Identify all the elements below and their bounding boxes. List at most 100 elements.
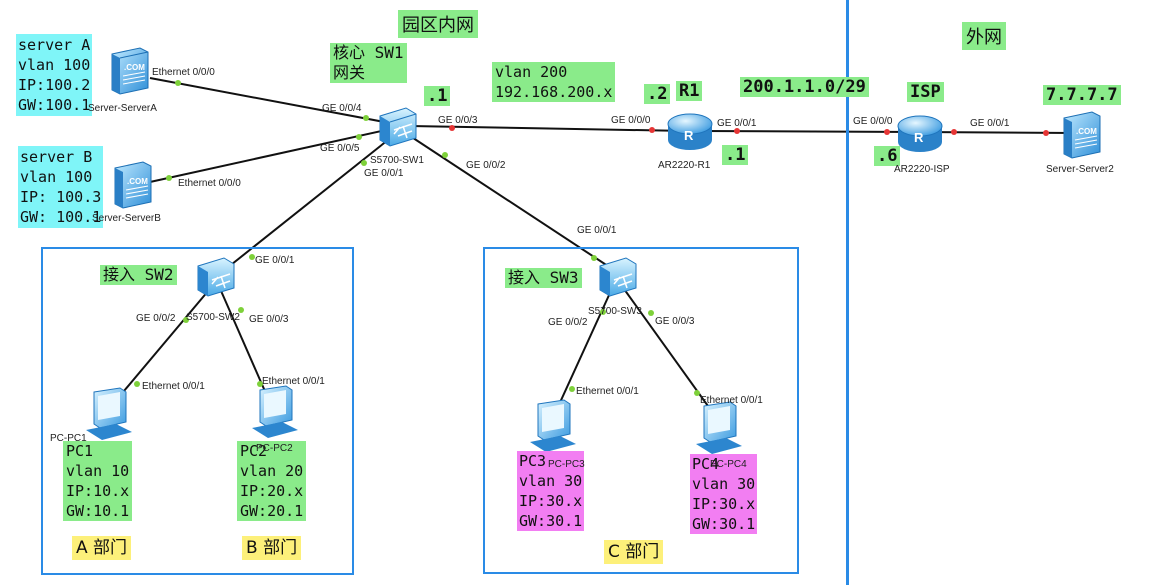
port-label: GE 0/0/2 xyxy=(466,160,506,171)
dept-c-label: C 部门 xyxy=(604,540,664,564)
port-label: GE 0/0/5 xyxy=(320,143,360,154)
port-dot xyxy=(134,381,140,387)
port-dot xyxy=(694,390,700,396)
pc2-name: PC-PC2 xyxy=(256,443,293,454)
port-label: GE 0/0/1 xyxy=(577,225,617,236)
port-label: GE 0/0/1 xyxy=(717,118,757,129)
port-label: GE 0/0/3 xyxy=(655,316,695,327)
link-sw3-pc4 xyxy=(618,281,719,421)
port-dot xyxy=(648,310,654,316)
r1-left-ip-label: .2 xyxy=(644,84,671,104)
pc4-icon[interactable] xyxy=(696,401,742,454)
campus-title: 园区内网 xyxy=(398,10,478,38)
pc2-note: PC2 vlan 20 IP:20.x GW:20.1 xyxy=(237,441,307,521)
server-a-icon[interactable]: .COM xyxy=(111,47,149,95)
port-dot xyxy=(600,309,606,315)
port-dot xyxy=(442,152,448,158)
port-label: Ethernet 0/0/1 xyxy=(576,386,639,397)
port-dot xyxy=(175,80,181,86)
port-label: GE 0/0/3 xyxy=(438,115,478,126)
core-switch-icon[interactable] xyxy=(379,107,417,147)
sw2-icon[interactable] xyxy=(197,257,235,297)
svg-text:R: R xyxy=(914,130,924,145)
link-sw2-pc1 xyxy=(107,283,215,411)
port-dot xyxy=(649,127,655,133)
port-label: GE 0/0/0 xyxy=(853,116,893,127)
isp-title: ISP xyxy=(907,82,944,102)
isp-ip-label: .6 xyxy=(874,146,901,166)
port-dot xyxy=(249,254,255,260)
core-sw-name: S5700-SW1 xyxy=(370,155,424,166)
port-dot xyxy=(951,129,957,135)
port-dot xyxy=(449,125,455,131)
pc4-note: PC4 vlan 30 IP:30.x GW:30.1 xyxy=(690,454,758,534)
pc3-name: PC-PC3 xyxy=(548,459,585,470)
svg-text:.COM: .COM xyxy=(1076,127,1097,136)
svg-text:R: R xyxy=(684,128,694,143)
port-label: GE 0/0/0 xyxy=(611,115,651,126)
core-sw-note: 核心 SW1 网关 xyxy=(330,43,407,83)
port-label: Ethernet 0/0/0 xyxy=(152,67,215,78)
port-dot xyxy=(166,175,172,181)
server-b-icon[interactable]: .COM xyxy=(114,161,152,209)
dept-ab-region xyxy=(41,247,354,575)
wan-network-label: 200.1.1.0/29 xyxy=(740,77,869,97)
link-sw1-r1 xyxy=(409,125,689,132)
r1-name: AR2220-R1 xyxy=(658,160,711,171)
port-dot xyxy=(356,134,362,140)
sw2-title: 接入 SW2 xyxy=(100,265,177,285)
port-dot xyxy=(361,160,367,166)
sw3-title: 接入 SW3 xyxy=(505,268,582,288)
sw3-icon[interactable] xyxy=(599,257,637,297)
port-dot xyxy=(238,307,244,313)
port-dot xyxy=(884,129,890,135)
port-label: Ethernet 0/0/0 xyxy=(178,178,241,189)
dept-c-region xyxy=(483,247,799,574)
port-label: GE 0/0/1 xyxy=(255,255,295,266)
port-dot xyxy=(591,255,597,261)
port-label: GE 0/0/2 xyxy=(136,313,176,324)
port-dot xyxy=(363,115,369,121)
port-label: GE 0/0/4 xyxy=(322,103,362,114)
isp-router-icon[interactable]: R xyxy=(897,115,943,152)
port-label: Ethernet 0/0/1 xyxy=(142,381,205,392)
server-a-name: Server-ServerA xyxy=(88,103,157,114)
pc1-icon[interactable] xyxy=(86,387,132,440)
link-sw1-sw2 xyxy=(216,131,399,277)
port-indicators xyxy=(134,80,1049,396)
port-label: GE 0/0/1 xyxy=(364,168,404,179)
pc3-icon[interactable] xyxy=(530,399,576,452)
link-servera-sw1 xyxy=(149,77,396,125)
port-label: Ethernet 0/0/1 xyxy=(262,376,325,387)
pc1-name: PC-PC1 xyxy=(50,433,87,444)
server2-icon[interactable]: .COM xyxy=(1063,111,1101,159)
port-label: GE 0/0/1 xyxy=(970,118,1010,129)
core-ip-label: .1 xyxy=(424,86,451,106)
server2-ip-label: 7.7.7.7 xyxy=(1043,85,1121,105)
vlan200-note: vlan 200 192.168.200.x xyxy=(492,62,616,102)
port-dot xyxy=(734,128,740,134)
server-a-note: server A vlan 100 IP:100.2 GW:100.1 xyxy=(16,34,93,116)
r1-router-icon[interactable]: R xyxy=(667,113,713,150)
pc2-icon[interactable] xyxy=(252,385,298,438)
r1-right-ip-label: .1 xyxy=(722,145,749,165)
sw3-name: S5700-SW3 xyxy=(588,306,642,317)
link-sw3-pc3 xyxy=(551,281,616,421)
pc1-note: PC1 vlan 10 IP:10.x GW:10.1 xyxy=(63,441,133,521)
svg-text:.COM: .COM xyxy=(124,63,145,72)
server2-name: Server-Server2 xyxy=(1046,164,1114,175)
r1-title: R1 xyxy=(676,81,703,101)
port-dot xyxy=(183,317,189,323)
sw2-name: S5700-SW2 xyxy=(186,312,240,323)
internal-external-divider xyxy=(846,0,849,585)
link-serverb-sw1 xyxy=(149,127,396,183)
port-label: GE 0/0/2 xyxy=(548,317,588,328)
external-title: 外网 xyxy=(962,22,1006,50)
server-b-name: Server-ServerB xyxy=(92,213,161,224)
dept-a-label: A 部门 xyxy=(72,536,132,560)
svg-text:.COM: .COM xyxy=(127,177,148,186)
port-label: GE 0/0/3 xyxy=(249,314,289,325)
isp-name: AR2220-ISP xyxy=(894,164,950,175)
port-dot xyxy=(257,381,263,387)
